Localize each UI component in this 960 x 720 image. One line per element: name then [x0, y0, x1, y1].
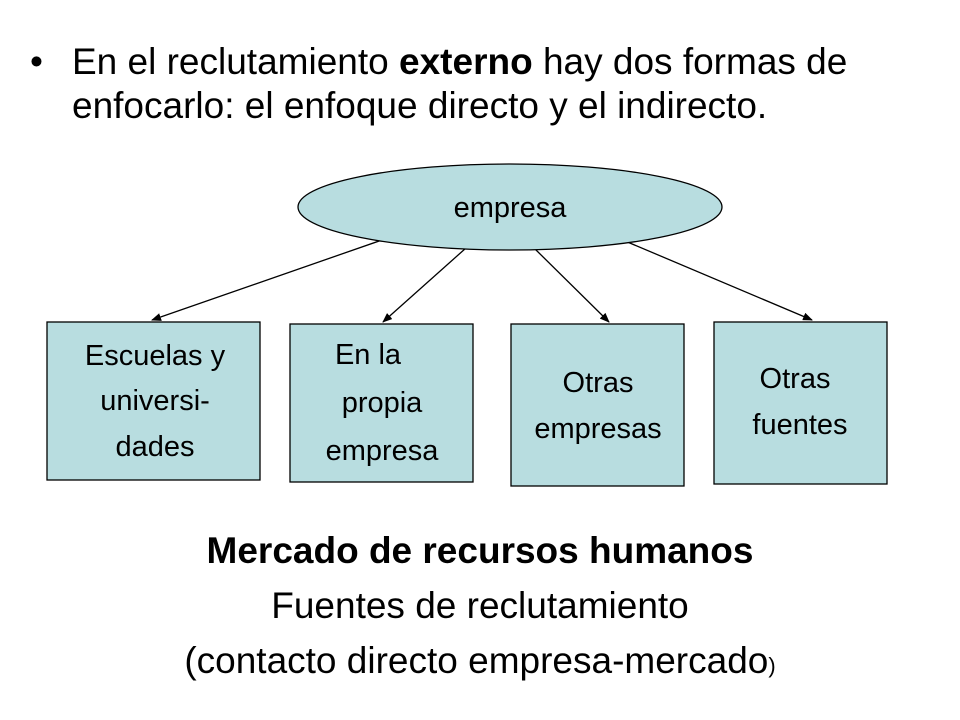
arrow-to-escuelas — [151, 231, 406, 321]
box-escuelas-line3: dades — [115, 431, 194, 463]
box-propia-line1: En la — [335, 339, 402, 371]
caption-subtitle: Fuentes de reclutamiento — [271, 585, 689, 626]
arrow-to-otras-empresas — [533, 247, 610, 323]
box-propia-line3: empresa — [326, 435, 440, 467]
box-escuelas-line1: Escuelas y — [85, 340, 226, 372]
arrow-to-otras-fuentes — [617, 237, 813, 321]
box-otras-fuentes — [713, 321, 888, 485]
bullet-text-after: hay dos formas de enfocarlo: el enfoque … — [72, 41, 848, 126]
arrow-to-propia-empresa — [382, 247, 467, 323]
box-propia-empresa — [289, 323, 474, 483]
bullet-text-bold: externo — [399, 41, 533, 82]
caption-paren-close: ) — [768, 653, 776, 678]
caption-parenthetical: (contacto directo empresa-mercado) — [0, 640, 960, 682]
bullet-text: En el reclutamiento externo hay dos form… — [72, 40, 927, 128]
empresa-node — [297, 163, 723, 251]
bullet-symbol: • — [30, 41, 43, 82]
box-escuelas-line2: universi- — [100, 385, 210, 417]
bullet-point: • En el reclutamiento externo hay dos fo… — [30, 40, 930, 128]
box-otras-fuentes-line2: fuentes — [752, 409, 847, 441]
box-otras-fuentes-line1: Otras — [760, 363, 831, 395]
box-otras-empresas — [510, 323, 685, 487]
caption-title: Mercado de recursos humanos — [206, 530, 754, 571]
box-propia-line2: propia — [342, 387, 423, 419]
bullet-text-before: En el reclutamiento — [72, 41, 400, 82]
box-escuelas — [46, 321, 261, 481]
empresa-label: empresa — [454, 192, 568, 224]
caption-paren-text: (contacto directo empresa-mercado — [184, 640, 769, 681]
box-otras-empresas-line2: empresas — [534, 413, 661, 445]
box-otras-empresas-line1: Otras — [563, 367, 634, 399]
